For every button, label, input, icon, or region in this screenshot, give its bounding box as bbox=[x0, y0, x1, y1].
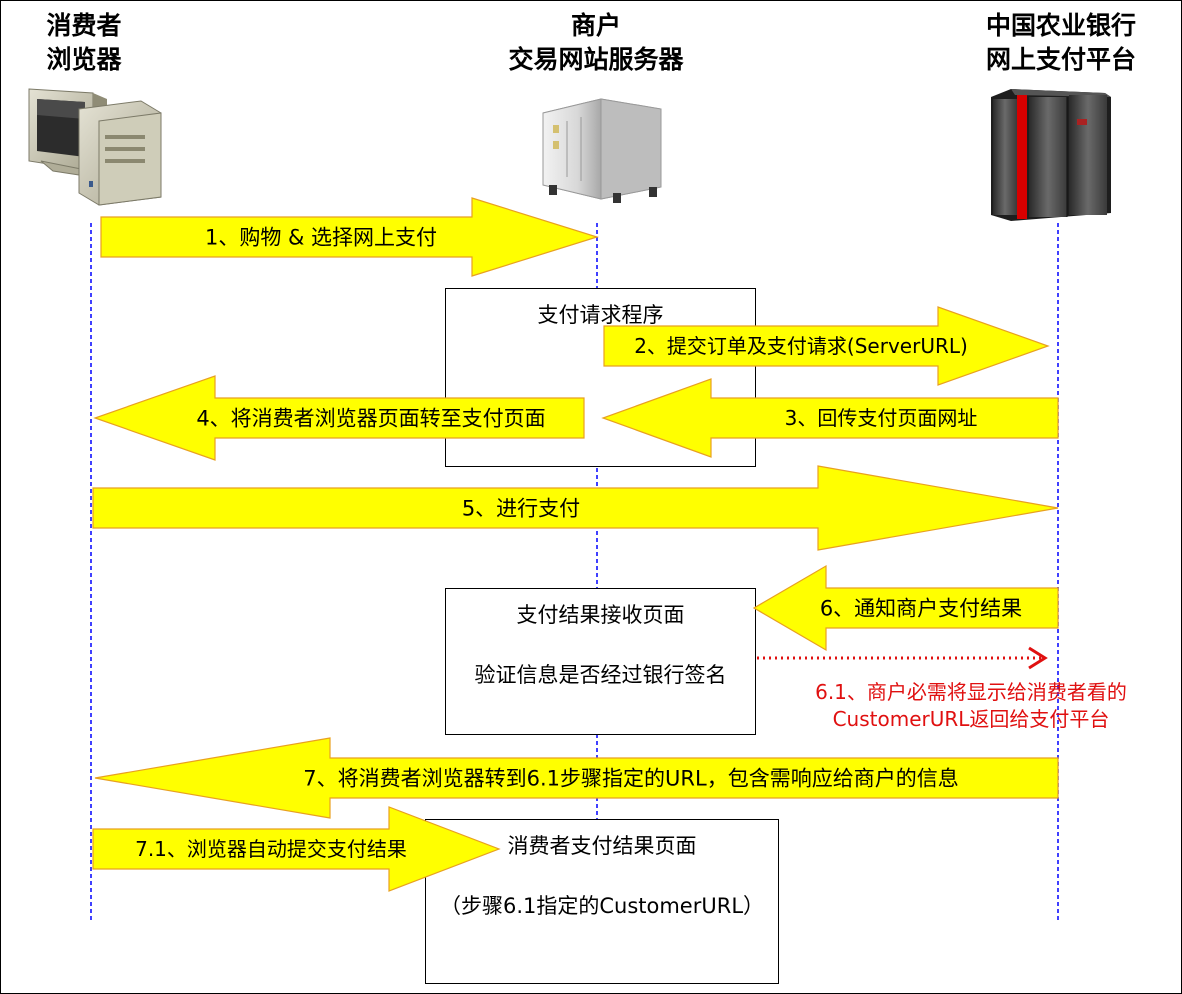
merchant-heading: 商户 交易网站服务器 bbox=[508, 11, 684, 74]
step-7-arrow-label: 7、将消费者浏览器转到6.1步骤指定的URL，包含需响应给商户的信息 bbox=[303, 767, 958, 791]
step-7-1-arrow: 7.1、浏览器自动提交支付结果 bbox=[92, 806, 501, 892]
step-1-arrow-label: 1、购物 & 选择网上支付 bbox=[205, 226, 437, 250]
step-7-arrow: 7、将消费者浏览器转到6.1步骤指定的URL，包含需响应给商户的信息 bbox=[94, 737, 1059, 819]
step-6-1-note: 6.1、商户必需将显示给消费者看的 CustomerURL返回给支付平台 bbox=[771, 679, 1171, 733]
step-2-arrow-label: 2、提交订单及支付请求(ServerURL) bbox=[634, 334, 968, 358]
step-6-arrow: 6、通知商户支付结果 bbox=[752, 564, 1059, 652]
result-receive-box: 支付结果接收页面 验证信息是否经过银行签名 bbox=[445, 588, 756, 735]
step-4-arrow: 4、将消费者浏览器页面转至支付页面 bbox=[93, 375, 585, 461]
step-5-arrow: 5、进行支付 bbox=[92, 465, 1059, 551]
step-6-1-line1: 6.1、商户必需将显示给消费者看的 bbox=[815, 680, 1127, 704]
step-7-1-arrow-label: 7.1、浏览器自动提交支付结果 bbox=[135, 837, 407, 861]
step-3-arrow: 3、回传支付页面网址 bbox=[601, 378, 1059, 458]
mainframe-server-icon bbox=[991, 89, 1111, 221]
step-6-arrow-label: 6、通知商户支付结果 bbox=[820, 597, 1022, 621]
step-1-arrow: 1、购物 & 选择网上支付 bbox=[100, 197, 600, 277]
step-4-arrow-label: 4、将消费者浏览器页面转至支付页面 bbox=[196, 407, 545, 431]
tower-server-icon bbox=[542, 98, 662, 203]
consumer-heading: 消费者 浏览器 bbox=[46, 11, 122, 74]
step-3-arrow-label: 3、回传支付页面网址 bbox=[785, 406, 978, 430]
step-2-arrow: 2、提交订单及支付请求(ServerURL) bbox=[603, 306, 1050, 386]
step-5-arrow-label: 5、进行支付 bbox=[462, 497, 580, 521]
bank-heading: 中国农业银行 网上支付平台 bbox=[985, 11, 1136, 74]
desktop-computer-icon bbox=[28, 88, 162, 206]
step-6-1-dotted-arrow bbox=[757, 646, 1048, 670]
step-6-1-line2: CustomerURL返回给支付平台 bbox=[832, 707, 1110, 731]
